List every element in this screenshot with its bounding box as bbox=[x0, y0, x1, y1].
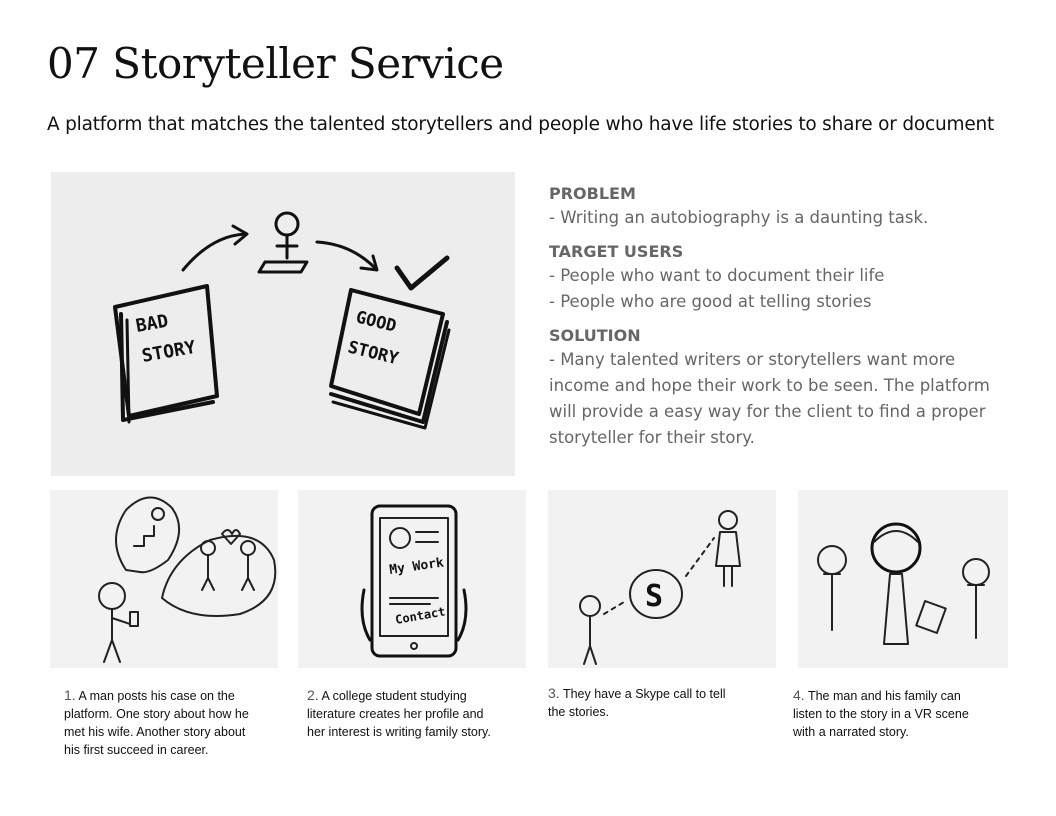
caption-number: 4. bbox=[793, 687, 805, 703]
contact-label: Contact bbox=[394, 604, 446, 627]
my-work-label: My Work bbox=[388, 555, 445, 578]
hero-sketch-drawing: BAD STORY GOOD STORY bbox=[113, 211, 451, 430]
caption-number: 3. bbox=[548, 685, 560, 701]
climber-icon bbox=[151, 507, 165, 521]
section-line: - Many talented writers or storytellers … bbox=[549, 350, 956, 369]
problem-section: PROBLEM - Writing an autobiography is a … bbox=[549, 183, 1009, 231]
storyboard-panel-4 bbox=[798, 490, 1008, 668]
section-line: - People who are good at telling stories bbox=[549, 292, 872, 311]
couple-man-icon bbox=[200, 540, 216, 556]
storyboard-panel-2: My Work Contact bbox=[298, 490, 526, 668]
right-arrowhead-icon bbox=[359, 254, 379, 272]
page-title: 07 Storyteller Service bbox=[47, 39, 504, 88]
caption-text: They have a Skype call to tell the stori… bbox=[548, 687, 726, 719]
caption-1: 1. A man posts his case on the platform.… bbox=[64, 686, 264, 759]
skype-label: S bbox=[645, 579, 663, 614]
section-line: will provide a easy way for the client t… bbox=[549, 402, 986, 421]
section-heading: SOLUTION bbox=[549, 326, 641, 345]
caption-text: A man posts his case on the platform. On… bbox=[64, 689, 249, 757]
caption-number: 2. bbox=[307, 687, 319, 703]
good-label: GOOD bbox=[354, 307, 399, 336]
skype-icon: S bbox=[629, 569, 683, 619]
target-users-section: TARGET USERS - People who want to docume… bbox=[549, 241, 1009, 315]
caption-3: 3. They have a Skype call to tell the st… bbox=[548, 684, 744, 721]
heart-icon bbox=[221, 529, 241, 545]
student-calling-icon bbox=[715, 510, 741, 587]
hero-sketch: BAD STORY GOOD STORY bbox=[51, 172, 515, 476]
writer-figure-icon bbox=[257, 211, 309, 274]
call-link-left bbox=[603, 601, 625, 615]
bad-label: BAD bbox=[134, 311, 170, 337]
tablet-profile-icon: My Work Contact bbox=[370, 504, 458, 658]
section-line: - Writing an autobiography is a daunting… bbox=[549, 208, 929, 227]
panel-2-sketch: My Work Contact bbox=[360, 504, 468, 658]
section-line: income and hope their work to be seen. T… bbox=[549, 376, 990, 395]
couple-woman-icon bbox=[240, 540, 256, 556]
hands-icon bbox=[360, 588, 468, 642]
checkmark-icon bbox=[394, 255, 450, 291]
caption-2: 2. A college student studying literature… bbox=[307, 686, 503, 741]
section-line: - People who want to document their life bbox=[549, 266, 885, 285]
stairs-icon bbox=[133, 525, 155, 547]
solution-section: SOLUTION - Many talented writers or stor… bbox=[549, 325, 1009, 451]
call-link-right bbox=[685, 537, 715, 577]
info-panel: PROBLEM - Writing an autobiography is a … bbox=[549, 183, 1009, 461]
caption-number: 1. bbox=[64, 687, 76, 703]
man-calling-icon bbox=[579, 595, 601, 665]
section-heading: PROBLEM bbox=[549, 184, 636, 203]
page-subtitle: A platform that matches the talented sto… bbox=[47, 114, 995, 135]
caption-text: A college student studying literature cr… bbox=[307, 689, 491, 739]
caption-4: 4. The man and his family can listen to … bbox=[793, 686, 993, 741]
thought-bubble-2 bbox=[161, 534, 277, 617]
family-member-right-icon bbox=[962, 558, 990, 639]
panel-4-sketch bbox=[817, 522, 990, 645]
right-arrow-icon bbox=[315, 240, 377, 270]
storyboard-panel-3: S bbox=[548, 490, 776, 668]
left-arrow-icon bbox=[181, 232, 247, 272]
story-label-right: STORY bbox=[346, 337, 401, 369]
caption-text: The man and his family can listen to the… bbox=[793, 689, 969, 739]
section-heading: TARGET USERS bbox=[549, 242, 684, 261]
left-arrowhead-icon bbox=[231, 224, 249, 246]
man-with-phone-icon bbox=[98, 582, 139, 663]
family-member-left-icon bbox=[817, 545, 847, 631]
bad-story-book: BAD STORY bbox=[113, 284, 219, 424]
panel-3-sketch: S bbox=[579, 510, 741, 665]
man-with-vr-headset-icon bbox=[870, 522, 947, 645]
thought-bubble-1 bbox=[115, 496, 180, 574]
storyboard-panel-1 bbox=[50, 490, 278, 668]
story-label-left: STORY bbox=[140, 337, 197, 367]
panel-1-sketch bbox=[98, 496, 277, 663]
section-line: storyteller for their story. bbox=[549, 428, 755, 447]
good-story-book: GOOD STORY bbox=[329, 288, 451, 430]
